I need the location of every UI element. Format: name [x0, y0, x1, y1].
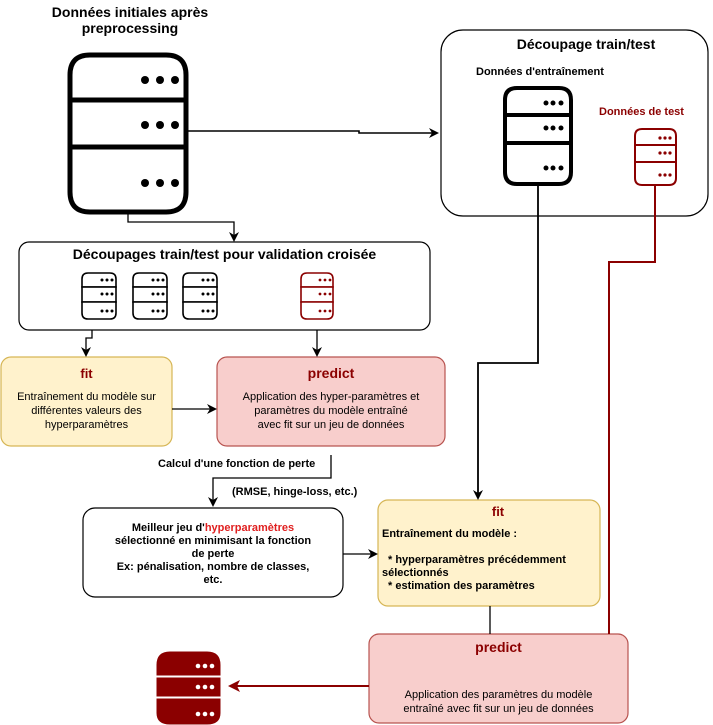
best-box-line4: Ex: pénalisation, nombre de classes, [116, 561, 310, 573]
fit-final-line3: sélectionnés [382, 567, 449, 579]
database-dots [141, 76, 179, 187]
database-icon [503, 86, 573, 186]
database-icon [67, 52, 189, 215]
best-box-line1: Meilleur jeu d'hyperparamètres [83, 522, 343, 535]
predict-final-box [368, 633, 629, 724]
best-box-text: Meilleur jeu d'hyperparamètres sélection… [83, 522, 343, 587]
database-icon [81, 272, 117, 320]
database-dots [543, 100, 564, 171]
predict-final-line2: entraîné avec fit sur un jeu de données [403, 703, 594, 715]
predict-cv-line2: paramètres du modèle entraîné [254, 405, 408, 417]
hyperparameters-highlight: hyperparamètres [204, 522, 295, 534]
loss-calc-label: Calcul d'une fonction de perte [158, 458, 316, 470]
fit-final-line4: * estimation des paramètres [388, 580, 535, 592]
split-box [440, 29, 709, 217]
best-box-line2: sélectionné en minimisant la fonction [114, 535, 312, 547]
fit-final-line2: * hyperparamètres précédemment [388, 554, 566, 566]
source-title: Données initiales après preprocessing [20, 4, 240, 36]
database-dots [195, 663, 215, 717]
predict-cv-line3: avec fit sur un jeu de données [257, 419, 405, 431]
best-box-line1-prefix: Meilleur jeu d' [131, 522, 205, 534]
connectors [81, 128, 539, 634]
best-box [82, 507, 344, 598]
split-box-title: Découpage train/test [516, 36, 656, 52]
fit-cv-line2: différentes valeurs des [31, 405, 142, 417]
database-icon [634, 128, 677, 186]
database-dots [318, 278, 332, 313]
database-icon [156, 651, 221, 725]
database-dots [658, 136, 672, 177]
fit-final-box [377, 499, 601, 607]
source-title-line1: Données initiales après [51, 4, 209, 20]
fit-cv-line3: hyperparamètres [44, 419, 129, 431]
best-box-line3: de perte [191, 548, 235, 560]
predict-final-text: Application des paramètres du modèle ent… [369, 688, 628, 716]
database-icon [300, 272, 334, 320]
test-label: Données de test [599, 106, 684, 118]
database-dots [100, 278, 215, 313]
fit-cv-line1: Entraînement du modèle sur [17, 391, 156, 403]
fit-final-title: fit [491, 504, 505, 519]
predict-final-title: predict [475, 639, 522, 655]
source-title-line2: preprocessing [81, 20, 179, 36]
fit-cv-title: fit [80, 366, 93, 381]
loss-examples-label: (RMSE, hinge-loss, etc.) [232, 486, 358, 498]
predict-final-line1: Application des paramètres du modèle [404, 689, 593, 701]
fit-cv-text: fit Entraînement du modèle sur différent… [1, 366, 172, 432]
best-box-line5: etc. [203, 574, 223, 586]
predict-cv-line1: Application des hyper-paramètres et [242, 391, 420, 403]
fit-cv-box [0, 356, 173, 447]
train-label: Données d'entraînement [476, 66, 604, 78]
predict-cv-text: predict Application des hyper-paramètres… [217, 366, 445, 432]
database-icon [132, 272, 168, 320]
predict-cv-title: predict [307, 365, 355, 381]
test-data-connector [608, 186, 656, 634]
cv-box-title: Découpages train/test pour validation cr… [72, 246, 377, 262]
fit-final-line1: Entraînement du modèle : [382, 528, 518, 540]
fit-final-text: Entraînement du modèle : * hyperparamètr… [382, 528, 598, 593]
database-icon [182, 272, 218, 320]
predict-cv-box [216, 356, 446, 447]
